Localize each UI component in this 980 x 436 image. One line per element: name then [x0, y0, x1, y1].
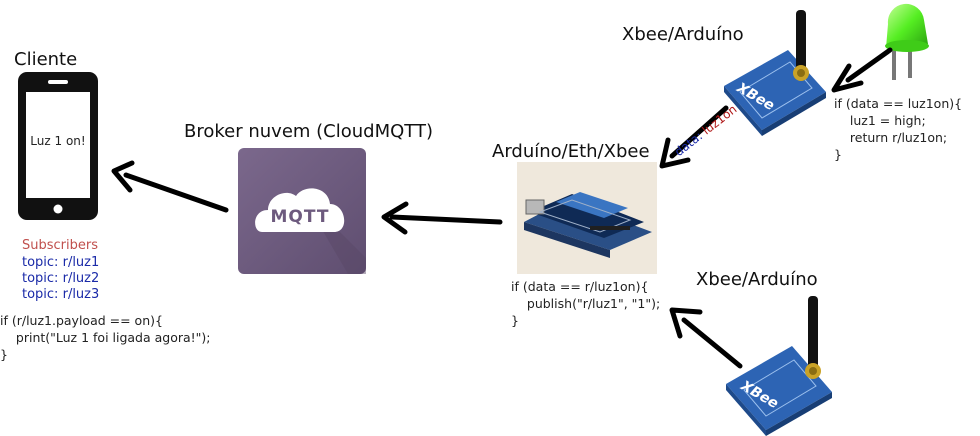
subscribers-label: Subscribers: [22, 238, 98, 253]
arrow-gateway-to-broker: [381, 201, 503, 235]
topic-item: topic: r/luz1: [22, 255, 99, 271]
client-code: if (r/luz1.payload == on){ print("Luz 1 …: [0, 313, 211, 362]
topics-list: topic: r/luz1 topic: r/luz2 topic: r/luz…: [22, 255, 99, 303]
arduino-ethernet-board-icon: [517, 162, 657, 274]
mqtt-cloud-icon: [238, 148, 366, 274]
arrow-broker-to-client: [111, 160, 229, 213]
gateway-title: Arduíno/Eth/Xbee: [492, 141, 650, 162]
topic-item: topic: r/luz3: [22, 287, 99, 303]
topic-key: topic:: [22, 287, 59, 302]
gateway-code: if (data == r/luz1on){ publish("r/luz1",…: [511, 279, 661, 328]
xbee-top-title: Xbee/Arduíno: [622, 24, 744, 45]
phone-icon: [18, 72, 98, 220]
topic-item: topic: r/luz2: [22, 271, 99, 287]
xbee-top-code: if (data == luz1on){ luz1 = high; return…: [834, 96, 963, 162]
xbee-bottom-title: Xbee/Arduíno: [696, 269, 818, 290]
mqtt-logo-text: MQTT: [270, 207, 330, 227]
client-title: Cliente: [14, 49, 78, 70]
xbee-module-bottom-icon: [726, 296, 832, 436]
led-icon: [885, 3, 929, 80]
topic-value: r/luz1: [62, 255, 100, 270]
arrow-led-to-xbee: [831, 47, 893, 93]
phone-screen-text: Luz 1 on!: [30, 134, 86, 148]
topic-value: r/luz2: [62, 271, 100, 286]
broker-title: Broker nuvem (CloudMQTT): [184, 121, 433, 142]
topic-value: r/luz3: [62, 287, 100, 302]
xbee-module-top-icon: [724, 10, 826, 136]
topic-key: topic:: [22, 255, 59, 270]
arrow-xbee-to-gateway: [659, 105, 729, 169]
arrow-bottom-xbee-to-gateway: [669, 307, 743, 369]
topic-key: topic:: [22, 271, 59, 286]
